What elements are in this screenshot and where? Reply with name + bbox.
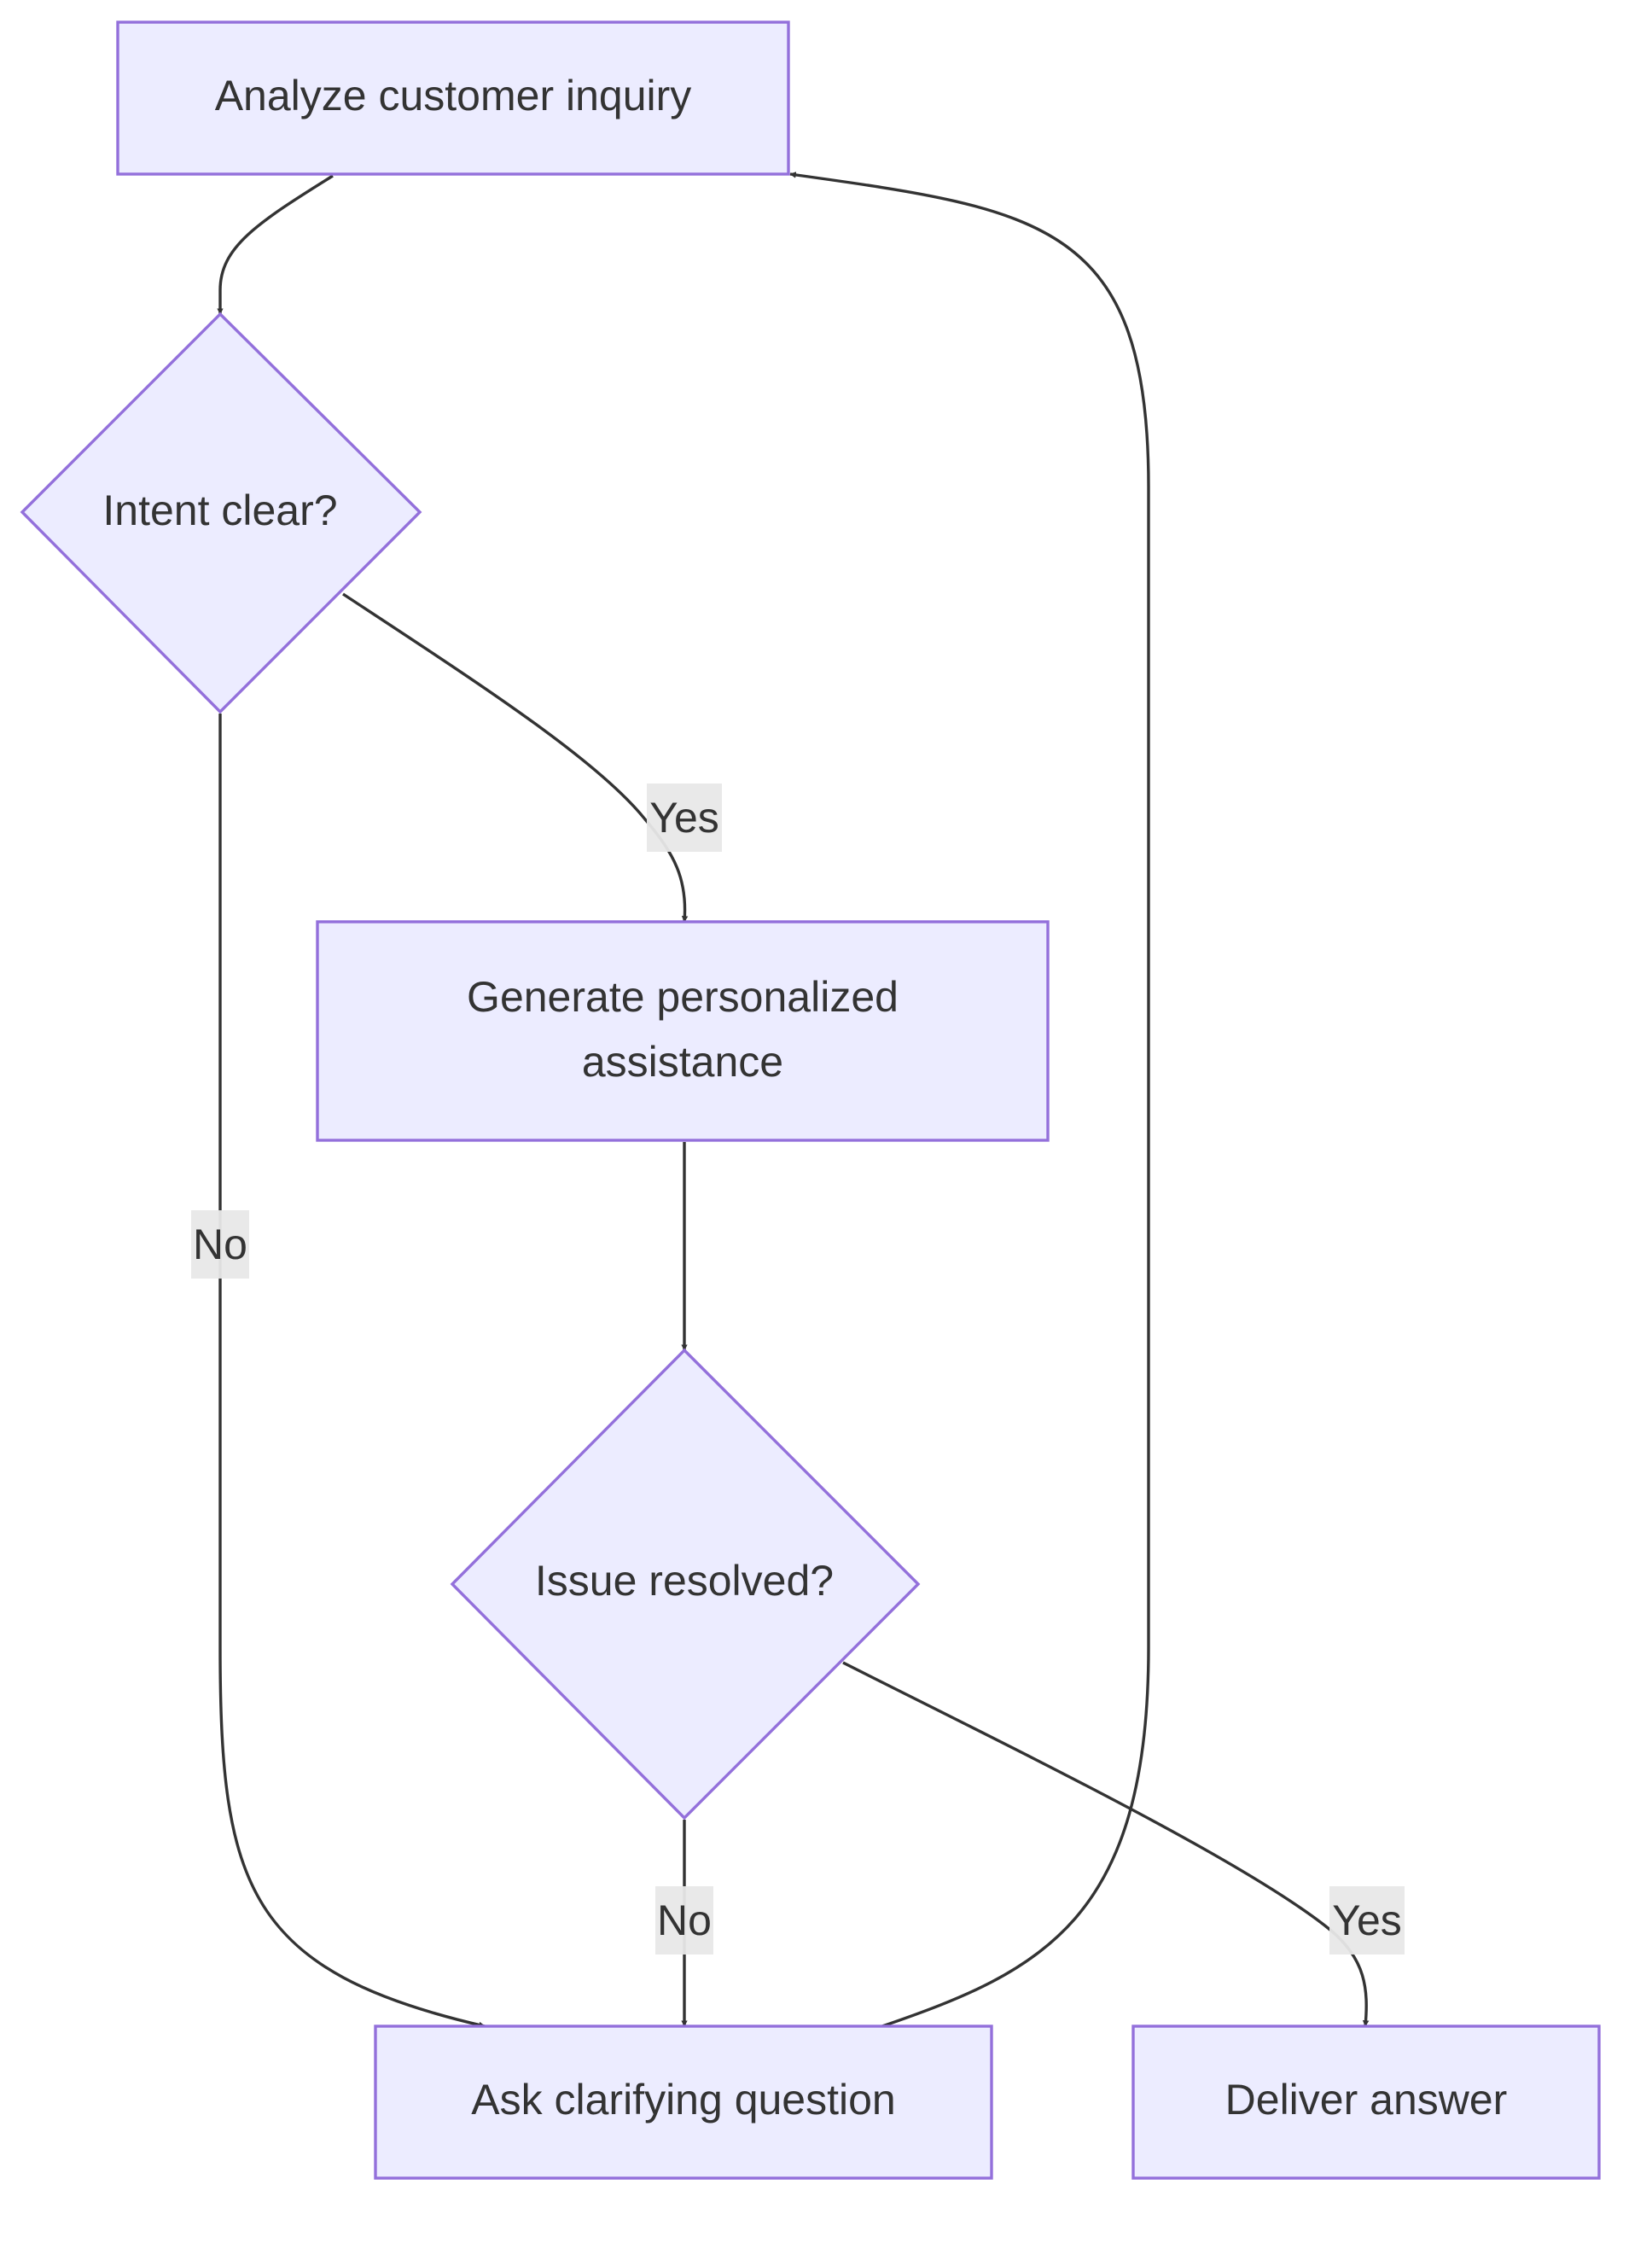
node-label-line2: assistance xyxy=(582,1038,783,1086)
node-generate-personalized-assistance: Generate personalized assistance xyxy=(316,920,1050,1142)
edge-label-no: No xyxy=(193,1221,247,1268)
edge-intent-to-ask xyxy=(218,714,486,2029)
edge-label-no: No xyxy=(657,1896,712,1944)
node-analyze-customer-inquiry: Analyze customer inquiry xyxy=(116,20,790,176)
node-intent-clear-decision: Intent clear? xyxy=(20,312,422,714)
edge-labels: Yes No No Yes xyxy=(191,784,1405,1955)
edge-label-resolved-deliver: Yes xyxy=(1329,1886,1405,1955)
node-issue-resolved-decision: Issue resolved? xyxy=(450,1348,921,1821)
node-label: Deliver answer xyxy=(1225,2076,1508,2124)
nodes: Analyze customer inquiry Intent clear? G… xyxy=(20,20,1601,2180)
edge-label-intent-ask: No xyxy=(191,1210,249,1279)
edge-intent-to-generate xyxy=(342,592,689,923)
edge-label-yes: Yes xyxy=(649,794,719,842)
node-ask-clarifying-question: Ask clarifying question xyxy=(374,2025,993,2180)
node-label-line1: Generate personalized xyxy=(467,973,899,1021)
node-deliver-answer: Deliver answer xyxy=(1131,2025,1601,2180)
edge-resolved-to-deliver xyxy=(842,1661,1370,2027)
node-label: Intent clear? xyxy=(102,486,337,534)
node-label: Analyze customer inquiry xyxy=(215,72,692,119)
edge-label-resolved-ask: No xyxy=(655,1886,713,1955)
edge-analyze-to-intent xyxy=(217,174,334,315)
edge-label-yes: Yes xyxy=(1332,1896,1402,1944)
node-label: Issue resolved? xyxy=(535,1557,834,1605)
edge-ask-to-analyze xyxy=(789,172,1150,2028)
node-label: Ask clarifying question xyxy=(471,2076,895,2124)
edge-label-intent-generate: Yes xyxy=(647,784,722,852)
